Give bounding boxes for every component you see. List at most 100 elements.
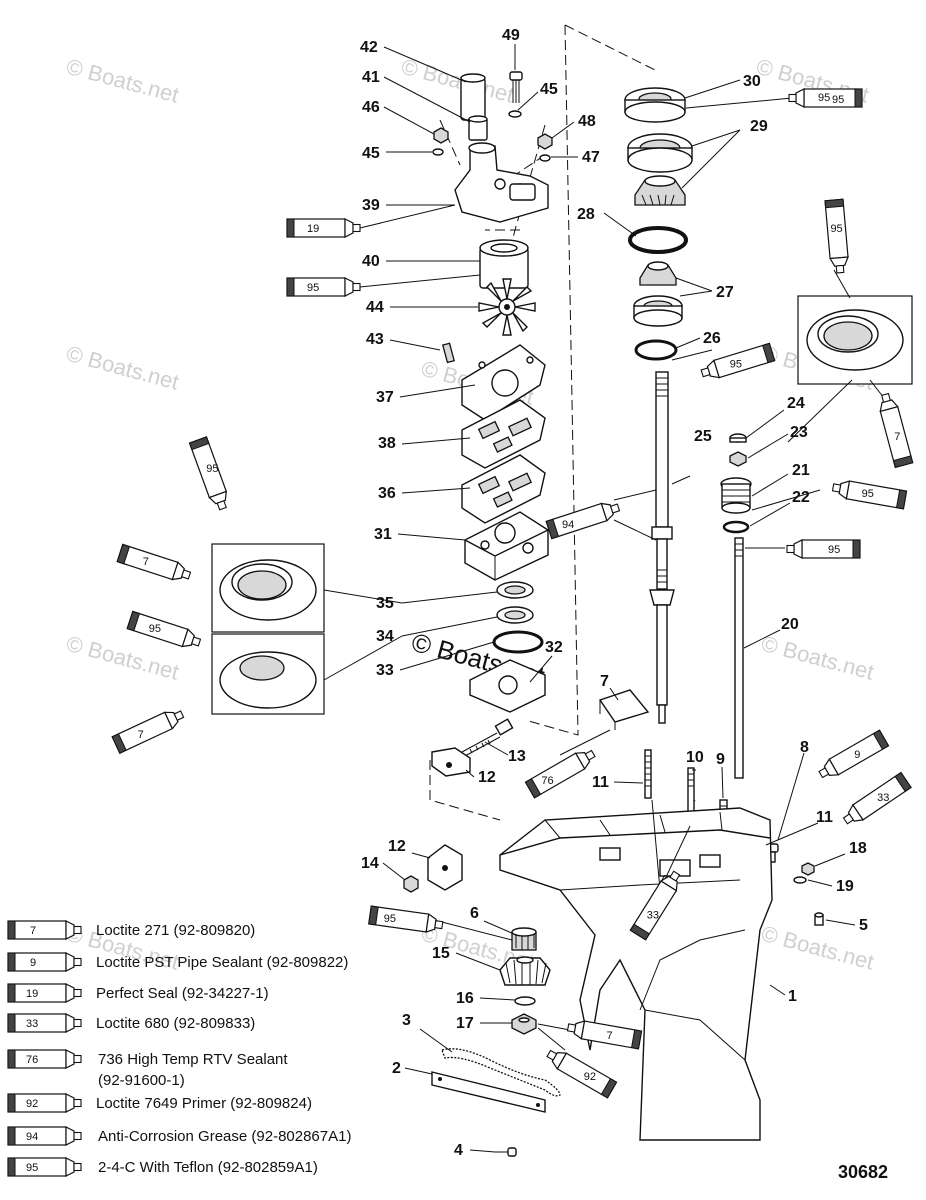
seal-detail-boxes — [211, 295, 913, 715]
callout-16: 16 — [456, 990, 474, 1007]
callout-4: 4 — [454, 1142, 463, 1159]
svg-text:95: 95 — [832, 94, 844, 106]
part-36-gasket — [461, 454, 546, 524]
part-39-pump-housing — [454, 142, 549, 223]
svg-text:95: 95 — [730, 359, 742, 371]
svg-text:9: 9 — [854, 749, 860, 761]
legend-code: 19 — [26, 988, 38, 1000]
callout-1: 1 — [788, 988, 797, 1005]
callout-32: 32 — [545, 639, 563, 656]
part-19-washer — [793, 876, 807, 884]
svg-text:33: 33 — [647, 910, 659, 922]
legend-label: Loctite 680 (92-809833) — [96, 1015, 255, 1032]
watermark-text: © Boats.net — [64, 341, 182, 395]
callout-29: 29 — [750, 118, 768, 135]
legend-label: Anti-Corrosion Grease (92-802867A1) — [98, 1128, 351, 1145]
part-23-washer — [729, 451, 747, 467]
legend-row: 76 736 High Temp RTV Sealant (92-91600-1… — [7, 1049, 288, 1089]
callout-numbers: 42 49 41 45 46 48 45 47 39 40 44 43 37 3… — [360, 27, 868, 1159]
legend-code: 7 — [30, 925, 36, 937]
part-13-bolt — [461, 718, 514, 757]
part-2-plate — [431, 1071, 546, 1113]
legend-row: 95 2-4-C With Teflon (92-802859A1) — [7, 1157, 318, 1177]
svg-text:7: 7 — [138, 729, 144, 741]
part-45-washer-top — [508, 110, 522, 118]
legend-row: 92 Loctite 7649 Primer (92-809824) — [7, 1093, 312, 1113]
callout-34: 34 — [376, 628, 394, 645]
callout-19: 19 — [836, 878, 854, 895]
callout-46: 46 — [362, 99, 380, 116]
part-24-nut — [729, 433, 747, 443]
sealant-tube-95: 94 — [786, 539, 861, 559]
callout-25: 25 — [694, 428, 712, 445]
water-pump-parts — [431, 71, 650, 777]
part-33-o-ring — [492, 630, 544, 654]
callout-43: 43 — [366, 331, 384, 348]
sealant-tube-95: 95 — [788, 88, 863, 108]
sealant-tube-94: 94 — [545, 498, 622, 540]
callout-41: 41 — [362, 69, 380, 86]
watermark-text: © Boats.net — [759, 631, 877, 685]
svg-text:95: 95 — [862, 488, 874, 500]
sealant-tube-33: 33 — [839, 771, 912, 829]
watermark-text: © Boats.net — [64, 54, 182, 108]
legend-row: 7 Loctite 271 (92-809820) — [7, 920, 255, 940]
svg-text:95: 95 — [384, 913, 396, 925]
callout-10: 10 — [686, 749, 704, 766]
callout-36: 36 — [378, 485, 396, 502]
watermark-text: © Boats.net — [399, 54, 517, 108]
part-17-pinion-nut — [511, 1013, 537, 1035]
callout-28: 28 — [577, 206, 595, 223]
part-1-gearcase-housing — [499, 807, 773, 1141]
part-28-shim — [628, 226, 688, 254]
part-49-screw — [509, 71, 523, 103]
legend-label: 736 High Temp RTV Sealant — [98, 1051, 288, 1068]
part-25-driveshaft — [649, 371, 675, 724]
part-44-impeller — [478, 278, 536, 336]
callout-5: 5 — [859, 917, 868, 934]
part-43-key — [441, 342, 455, 364]
part-38-face-plate — [461, 399, 546, 469]
callout-30: 30 — [743, 73, 761, 90]
callout-27: 27 — [716, 284, 734, 301]
sealant-tube-76: 76 — [524, 745, 599, 799]
legend-label: Perfect Seal (92-34227-1) — [96, 985, 269, 1002]
part-11-stud-left — [644, 749, 652, 799]
callout-49: 49 — [502, 27, 520, 44]
callout-24: 24 — [787, 395, 805, 412]
part-4-screw — [495, 1147, 517, 1157]
part-22-o-ring — [722, 520, 750, 534]
legend-code: 92 — [26, 1098, 38, 1110]
part-45-washer — [432, 148, 444, 156]
figure-number: 30682 — [838, 1162, 888, 1182]
part-12-anode-lower — [427, 844, 463, 891]
part-32-gasket — [469, 659, 546, 713]
svg-text:95: 95 — [149, 623, 161, 635]
part-29-bearing-cone — [634, 175, 686, 206]
part-6-bearing — [511, 927, 537, 951]
svg-text:95: 95 — [206, 463, 218, 475]
legend-label-line2: (92-91600-1) — [98, 1072, 185, 1089]
callout-12: 12 — [388, 838, 406, 855]
svg-text:7: 7 — [143, 556, 149, 568]
legend-label: Loctite 7649 Primer (92-809824) — [96, 1095, 312, 1112]
part-48-nut — [537, 133, 553, 150]
sealant-tube-95: 95 — [830, 477, 908, 510]
callout-26: 26 — [703, 330, 721, 347]
callout-18: 18 — [849, 840, 867, 857]
svg-text:19: 19 — [307, 223, 319, 235]
svg-text:76: 76 — [541, 775, 553, 787]
svg-text:94: 94 — [562, 519, 574, 531]
legend-label: Loctite PST Pipe Sealant (92-809822) — [96, 954, 348, 971]
callout-9: 9 — [716, 751, 725, 768]
sealant-tube-9: 9 — [815, 729, 890, 783]
callout-23: 23 — [790, 424, 808, 441]
sealant-legend: 7 Loctite 271 (92-809820) 9 Loctite PST … — [7, 920, 351, 1177]
sealant-tube-92: 92 — [543, 1045, 618, 1099]
leader-lines — [323, 44, 885, 1153]
callout-44: 44 — [366, 299, 384, 316]
part-31-pump-base — [464, 511, 549, 581]
callout-7: 7 — [600, 673, 609, 690]
callout-37: 37 — [376, 389, 394, 406]
